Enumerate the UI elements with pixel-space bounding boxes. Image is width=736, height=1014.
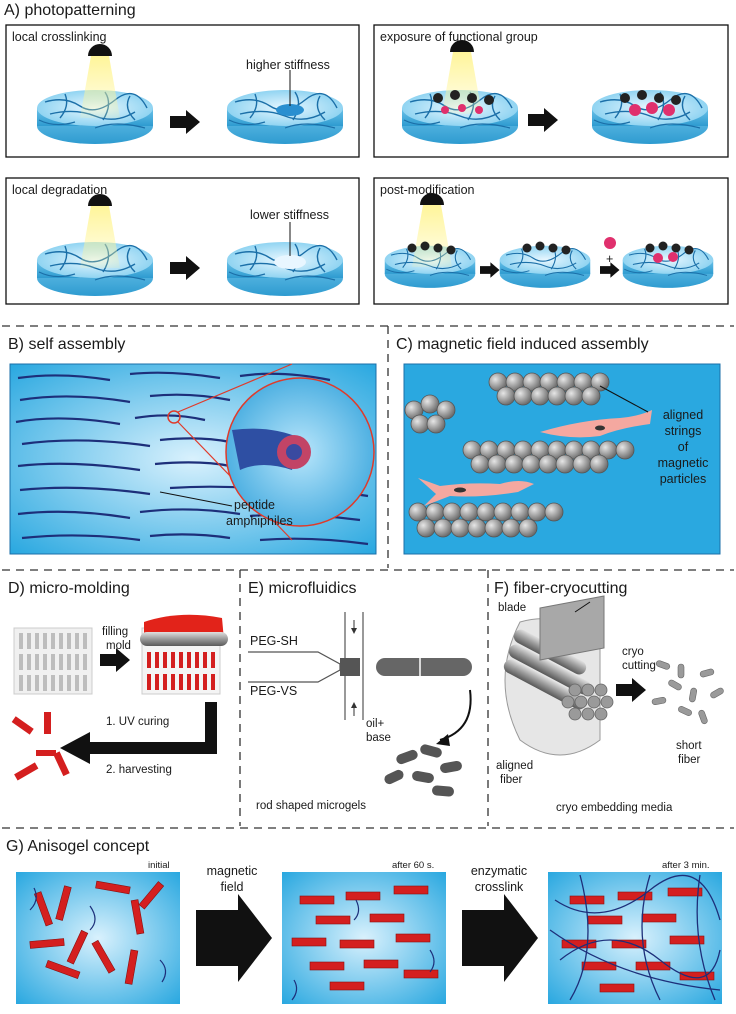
section-a-title: A) photopatterning [4,2,136,19]
label-local-crosslinking: local crosslinking [12,30,107,44]
label-lower-stiffness: lower stiffness [250,208,329,222]
section-d-title: D) micro-molding [8,580,130,597]
aligned-rods-60s [291,885,439,991]
label-local-degradation: local degradation [12,183,108,197]
label-harvesting: 2. harvesting [106,764,172,776]
section-b-title: B) self assembly [8,336,126,353]
label-cutting: cutting [622,660,656,672]
label-short-fiber-2: fiber [678,754,701,766]
label-magnetic-field-1: magnetic [206,864,258,878]
blade-shape [539,595,605,661]
section-f-title: F) fiber-cryocutting [494,580,628,597]
label-mold: mold [106,640,131,652]
section-c-title: C) magnetic field induced assembly [396,336,649,353]
curing-arrow [60,702,217,764]
polymer-strands [29,887,435,1001]
label-plus: + [606,252,614,266]
magnetic-field-arrow [196,894,272,982]
label-cryo: cryo [622,646,644,658]
label-initial: initial [148,860,170,871]
label-strings: strings [664,424,702,438]
short-fibers [651,660,724,725]
label-amphiphiles: amphiphiles [226,514,293,528]
label-aligned-fiber-1: aligned [496,760,534,772]
label-rod-microgels: rod shaped microgels [256,800,366,812]
section-g-title: G) Anisogel concept [6,838,150,855]
label-enzymatic: enzymatic [470,864,528,878]
label-of: of [677,440,689,454]
rod-microgels [384,744,462,797]
label-after-60s: after 60 s. [392,860,435,871]
label-short-fiber-1: short [676,740,702,752]
crosslink-network [549,874,721,1001]
label-filling: filling [102,626,129,638]
mold-grid [19,633,87,691]
label-particles: particles [659,472,707,486]
label-magnetic: magnetic [657,456,709,470]
cell-shape [540,410,652,438]
label-higher-stiffness: higher stiffness [246,58,330,72]
cell-shape [418,478,534,506]
fiber-bundle [503,595,614,756]
label-crosslink: crosslink [474,880,524,894]
label-aligned: aligned [662,408,704,422]
label-embedding-media: cryo embedding media [556,802,673,814]
label-peptide: peptide [234,498,276,512]
label-base: base [366,732,391,744]
label-aligned-fiber-2: fiber [500,774,523,786]
label-oil: oil+ [366,718,385,730]
harvested-rods [11,712,70,781]
aligned-rods-3min [561,887,715,993]
functional-groups [433,90,494,114]
label-exposure: exposure of functional group [380,30,538,44]
label-post-modification: post-modification [380,183,475,197]
label-peg-vs: PEG-VS [250,684,298,698]
crosslink-arrow [462,894,538,982]
label-uv-curing: 1. UV curing [106,716,170,728]
label-after-3min: after 3 min. [662,860,710,871]
section-e-title: E) microfluidics [248,580,357,597]
label-magnetic-field-2: field [220,880,244,894]
label-blade: blade [498,602,527,614]
initial-rods [29,880,165,985]
microfluidic-chip [248,612,472,746]
mold-filled [147,652,215,690]
label-peg-sh: PEG-SH [250,634,298,648]
